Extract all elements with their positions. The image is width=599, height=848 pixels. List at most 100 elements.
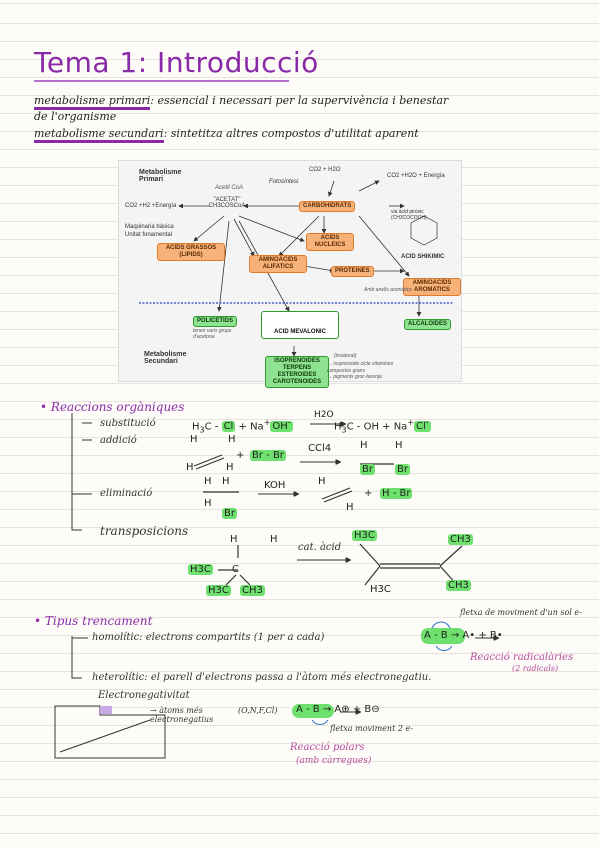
trans-prod-h3c: H3C (352, 530, 377, 541)
isoprenoides-box: ISOPRENOIDES TERPENS ESTEROIDES CAROTENO… (265, 356, 329, 388)
trans-h3c2-text: H3C (206, 585, 231, 596)
maquinaria-label: Maquinaria básica (125, 224, 174, 230)
substitucio-label: substitució (100, 418, 156, 429)
addicio-plus: + (236, 450, 245, 461)
trans-ch3: CH3 (240, 585, 265, 596)
elim-hbr: H - Br (380, 488, 413, 499)
secondary-metabolism-label: Metabolisme Secundari (144, 351, 187, 365)
aminoacids-alifatics-box: AMINOACIDS ALIFATICS (249, 255, 307, 273)
primary-metabolism-label: Metabolisme Primari (139, 169, 182, 183)
reactions-header: • Reaccions orgàniques (40, 400, 185, 414)
elim-br: Br (222, 508, 237, 519)
policetids-note: tenen varis grups d'acetona (193, 328, 232, 340)
elim-h3: H (204, 498, 212, 509)
photosynthesis-label: Fotosíntesi (269, 179, 299, 185)
isoprenoides-note-1: (insaturat) (334, 353, 357, 359)
primary-definition: metabolisme primari: essencial i necessa… (34, 94, 449, 110)
proteines-box: PROTEINES (331, 266, 374, 277)
trans-prod-h3c-text: H3C (352, 530, 377, 541)
primary-text-cont: de l'organisme (34, 110, 117, 123)
metabolism-diagram: Metabolisme Primari Metabolisme Secundar… (118, 160, 462, 388)
page-title: Tema 1: Introducció (34, 46, 319, 79)
isoprenoides-note-3: compostos grans (327, 368, 366, 374)
trans-prod-ch3-2: CH3 (446, 580, 471, 591)
trans-h2: H (270, 534, 278, 545)
addicio-h1: H (190, 434, 198, 445)
trans-c: C (232, 564, 239, 575)
trans-h3c: H3C (188, 564, 213, 575)
unitat-label: Unitat fonamental (125, 232, 173, 238)
trans-h3c-text: H3C (188, 564, 213, 575)
fletxa2-note: fletxa moviment 2 e- (330, 724, 413, 733)
acids-grassos-box: ACIDS GRASSOS (LIPIDS) (157, 243, 225, 261)
addicio-prod-h1: H (360, 440, 368, 451)
primary-term: metabolisme primari (34, 94, 151, 110)
eliminacio-label: eliminació (100, 488, 153, 499)
trencament-header: • Tipus trencament (34, 614, 153, 628)
trans-prod-ch3-2-text: CH3 (446, 580, 471, 591)
addicio-prod-br1: Br (360, 464, 375, 475)
addicio-br2-text: Br - Br (250, 450, 286, 461)
heterolitic-text: heterolític: el parell d'electrons passa… (92, 672, 432, 683)
addicio-h3: H (186, 462, 194, 473)
transposicions-label: transposicions (100, 524, 189, 538)
reaccio-radicalaries: Reacció radicalàries (470, 652, 574, 663)
elim-h1: H (204, 476, 212, 487)
trans-prod-h3c2: H3C (370, 584, 391, 595)
elim-reagent: KOH (264, 480, 286, 491)
addicio-prod-br2: Br (395, 464, 410, 475)
mevalonic-box: ACID MEVALONIC (261, 311, 339, 339)
addicio-prod-br2-text: Br (395, 464, 410, 475)
policetids-box: POLICETIDS (193, 316, 238, 327)
elim-hbr-text: H - Br (380, 488, 413, 499)
elim-h2: H (222, 476, 230, 487)
energia-left-label: CO2 +H2 +Energía (125, 203, 177, 209)
homolitic-text: homolític: electrons compartits (1 per a… (92, 632, 325, 643)
substitucio-reagent: H2O (314, 410, 334, 420)
alcaloides-box: ALCALOIDES (404, 319, 451, 330)
addicio-h4: H (226, 462, 234, 473)
aminoacids-aromatics-box: AMINOACIDS AROMATICS (403, 278, 461, 296)
trans-h3c2: H3C (206, 585, 231, 596)
carbohidrats-box: CARBOHIDRATS (299, 201, 356, 212)
heterolitic-equation: A - B → A⊕ + B⊖ (296, 704, 380, 715)
substitucio-equation: H3C - Cl + Na+OH- H3C - OH + Na+Cl- (192, 418, 431, 435)
elim-br-text: Br (222, 508, 237, 519)
onfcl-note: (O,N,F,Cl) (238, 706, 278, 715)
elim-plus: + (364, 488, 373, 499)
trans-h1: H (230, 534, 238, 545)
electronegativitat-label: Electronegativitat (98, 690, 190, 701)
shikimic-label: ACID SHIKIMIC (401, 254, 445, 260)
piruvic-label: via àcid pirúvic (CH3COCOOH) (391, 209, 427, 221)
homolitic-equation: A - B → A• + B• (424, 630, 503, 641)
title-underline (34, 80, 289, 82)
addicio-prod-br1-text: Br (360, 464, 375, 475)
addicio-br2: Br - Br (250, 450, 286, 461)
isoprenoides-note-4: → pigments groc-taronja (327, 374, 382, 380)
reaccio-polars: Reacció polars (290, 742, 365, 753)
primary-text: : essencial i necessari per la supervivè… (150, 94, 449, 107)
fletxa1-note: fletxa de moviment d'un sol e- (460, 608, 582, 617)
amb-carregues: (amb càrregues) (296, 756, 372, 766)
acetil-note: Acetil CoA (215, 185, 244, 191)
anells-note: Amb anells aromàtics (364, 287, 412, 293)
shikimic-ring (410, 215, 438, 246)
addicio-label: addició (100, 435, 137, 446)
acetat-label: "ACETAT" CH3COSCoA (208, 197, 246, 209)
elim-prod-h2: H (346, 502, 354, 513)
elim-prod-h1: H (318, 476, 326, 487)
trans-prod-ch3: CH3 (448, 534, 473, 545)
trencament-header-text: Tipus trencament (44, 614, 153, 628)
trans-reagent: cat. àcid (298, 542, 342, 553)
secondary-definition: metabolisme secundari: sintetitza altres… (34, 127, 419, 143)
addicio-prod-h2: H (395, 440, 403, 451)
trans-ch3-text: CH3 (240, 585, 265, 596)
isoprenoides-note-2: → isoprenoide cicle vitamines (327, 361, 394, 367)
secondary-term: metabolisme secundari (34, 127, 164, 143)
energia-right-label: CO2 +H2O + Energía (387, 173, 445, 179)
reactions-header-text: Reaccions orgàniques (50, 400, 185, 414)
acids-nucleics-box: ACIDS NUCLEICS (306, 233, 354, 251)
addicio-h2: H (228, 434, 236, 445)
